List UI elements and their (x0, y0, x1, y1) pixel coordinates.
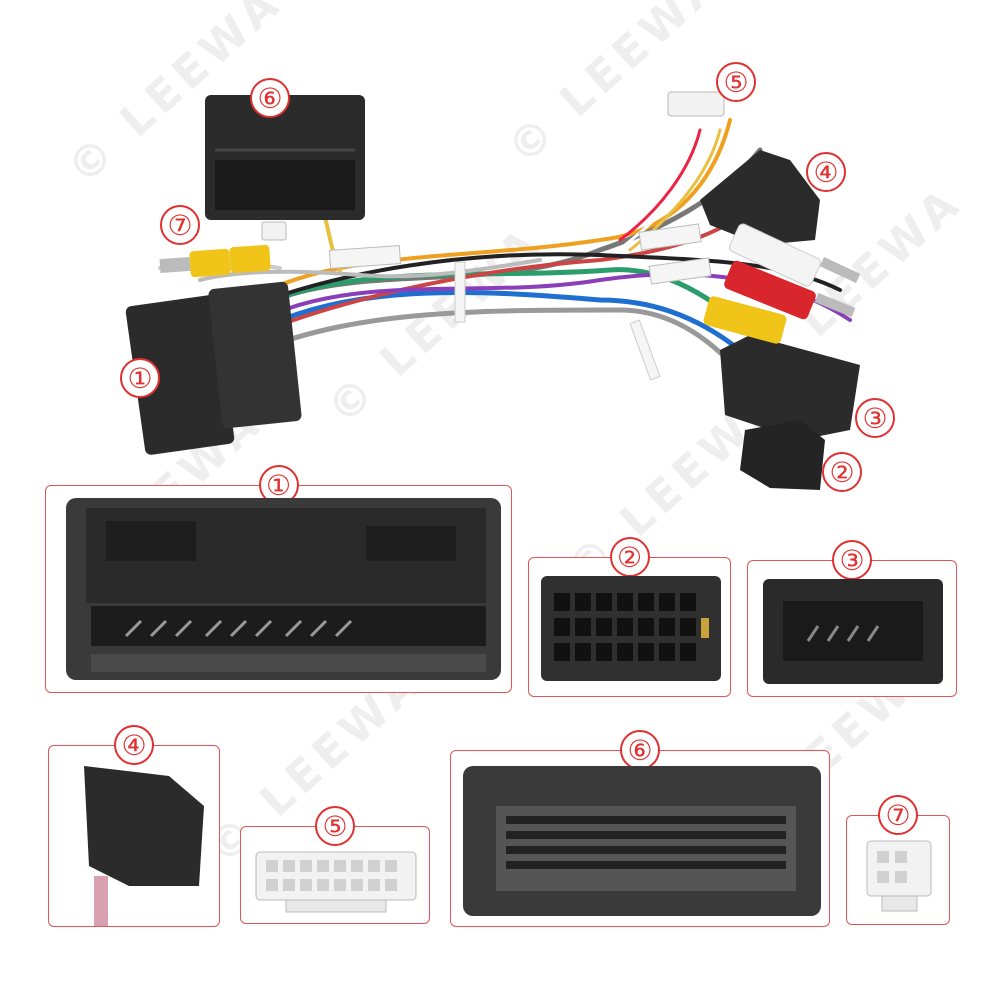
connector-7-photo (261, 221, 287, 241)
harness-label-7: ⑦ (160, 205, 200, 245)
harness-label-3: ③ (855, 398, 895, 438)
detail-box-connector-1: ① (45, 465, 512, 693)
detail-label-4: ④ (114, 725, 154, 765)
connector-1-photo (125, 281, 302, 455)
detail-box-connector-4: ④ (48, 725, 220, 927)
connector-3-closeup (763, 579, 943, 684)
connector-6-photo (205, 95, 365, 220)
detail-label-2: ② (609, 537, 650, 577)
harness-label-6: ⑥ (250, 78, 290, 118)
wire-tag (638, 223, 702, 251)
detail-label-6: ⑥ (620, 730, 660, 770)
connector-2-closeup (541, 576, 721, 681)
harness-label-5: ⑤ (716, 62, 756, 102)
connector-4-closeup (84, 766, 204, 926)
connector-4-photo (700, 150, 820, 245)
connector-3-photo (720, 335, 860, 440)
wire-tag (328, 245, 402, 269)
detail-label-5: ⑤ (315, 806, 355, 846)
cable-tie (454, 261, 466, 323)
detail-label-7: ⑦ (878, 795, 918, 835)
harness-label-4: ④ (806, 152, 846, 192)
detail-box-connector-2: ② (528, 537, 731, 697)
rca-plugs-left (159, 244, 271, 278)
connector-6-closeup (463, 766, 821, 916)
connector-5-photo (667, 91, 725, 117)
cable-tie (629, 319, 661, 381)
detail-box-connector-6: ⑥ (450, 730, 830, 927)
detail-box-connector-3: ③ (747, 540, 957, 697)
connector-5-closeup (255, 851, 417, 913)
rca-plugs-right (703, 223, 861, 344)
detail-box-connector-5: ⑤ (240, 806, 430, 924)
wire-tag (648, 257, 712, 285)
harness-label-2: ② (822, 452, 862, 492)
detail-box-connector-7: ⑦ (846, 795, 950, 925)
wiring-harness-photo (125, 91, 861, 490)
connector-2-photo (740, 420, 825, 490)
connector-1-closeup (66, 498, 501, 680)
connector-7-closeup (866, 840, 932, 912)
harness-label-1: ① (120, 358, 160, 398)
